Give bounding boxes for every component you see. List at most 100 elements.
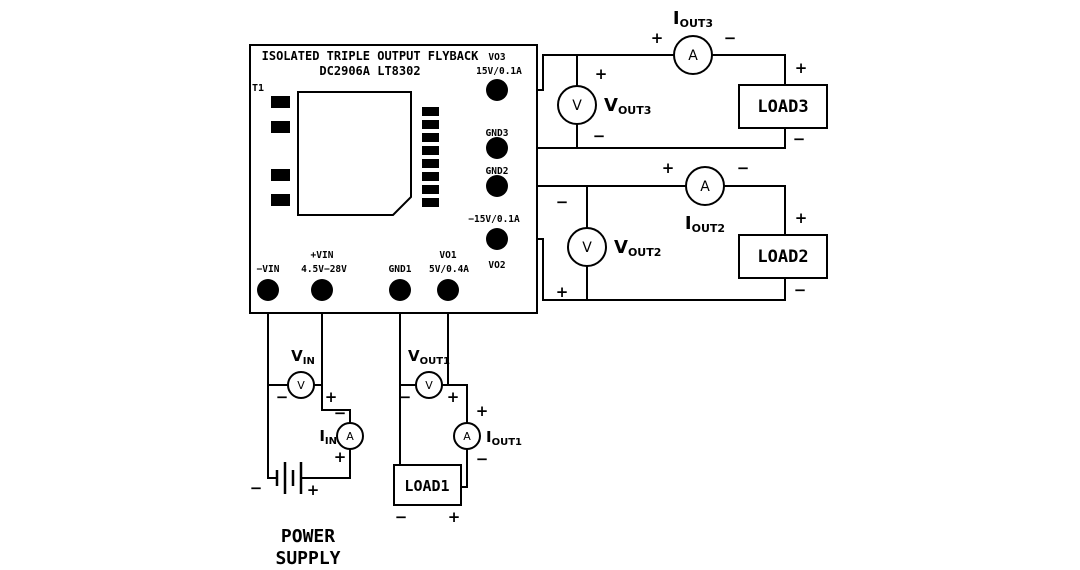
load3-minus-sign: − — [793, 130, 806, 148]
iout1-label-main: I — [486, 428, 492, 446]
label-pos-vin: +VIN — [311, 250, 334, 261]
load2-plus-sign: + — [795, 209, 808, 227]
power-supply-label-line2: SUPPLY — [275, 548, 340, 569]
ammeter-letter: A — [700, 179, 710, 195]
load3-label: LOAD3 — [757, 97, 808, 117]
iout2-label: IOUT2 — [685, 213, 725, 235]
iout1-label-sub: OUT1 — [492, 437, 522, 448]
vout1-label-main: V — [408, 347, 420, 365]
load1-block: LOAD1 − + — [393, 464, 462, 526]
ammeter-circle — [453, 422, 481, 450]
voltmeter-circle — [287, 371, 315, 399]
wire-gnd3-return — [496, 127, 786, 149]
vin-label: VIN — [291, 347, 315, 367]
label-vo2-rating: −15V/0.1A — [468, 214, 520, 225]
iin-label-sub: IN — [325, 436, 337, 447]
iin-minus-sign: − — [334, 404, 347, 422]
pad — [422, 120, 439, 129]
ammeter-iin: A IIN − + — [319, 404, 364, 466]
pad — [422, 159, 439, 168]
ammeter-circle — [673, 35, 713, 75]
pad — [422, 107, 439, 116]
iout1-minus-sign: − — [476, 450, 489, 468]
voltmeter-circle — [567, 227, 607, 267]
vout2-plus-sign: + — [556, 283, 569, 301]
iout3-label-sub: OUT3 — [680, 17, 713, 30]
pad — [422, 172, 439, 181]
vout3-label: VOUT3 — [604, 95, 651, 117]
transformer-symbol — [297, 91, 412, 216]
iout2-label-main: I — [685, 213, 692, 234]
terminal-pos-vin — [311, 279, 333, 301]
vin-plus-sign: + — [325, 388, 338, 406]
voltmeter-letter: V — [297, 379, 305, 392]
ammeter-iout3: A IOUT3 + − — [651, 8, 737, 75]
voltmeter-circle — [557, 85, 597, 125]
power-supply: − + POWER SUPPLY — [250, 462, 341, 569]
label-neg-vin: −VIN — [257, 264, 280, 275]
pad — [271, 194, 290, 206]
label-pos-vin-range: 4.5V−28V — [301, 264, 347, 275]
wire-gnd2-to-load2 — [496, 185, 786, 236]
ammeter-iout1: A IOUT1 + − — [453, 402, 522, 468]
voltmeter-letter: V — [425, 379, 433, 392]
load2-box — [738, 234, 828, 279]
load3-box — [738, 84, 828, 129]
voltmeter-vout1: V VOUT1 − + — [399, 347, 460, 406]
label-vo2: VO2 — [488, 260, 505, 271]
iout2-plus-sign: + — [662, 159, 675, 177]
transformer-pads-left — [271, 96, 290, 206]
label-vo1: VO1 — [439, 250, 456, 261]
label-gnd3: GND3 — [486, 128, 509, 139]
battery-minus-sign: − — [250, 479, 263, 497]
voltmeter-vout2: V VOUT2 − + — [556, 193, 662, 301]
pad — [271, 121, 290, 133]
label-vo3-rating: 15V/0.1A — [476, 66, 522, 77]
label-vo1-rating: 5V/0.4A — [429, 264, 469, 275]
pad — [271, 169, 290, 181]
board-title-line1: ISOLATED TRIPLE OUTPUT FLYBACK — [262, 49, 480, 63]
vin-label-main: V — [291, 347, 303, 365]
iout2-minus-sign: − — [737, 159, 750, 177]
board-title-line2: DC2906A LT8302 — [319, 64, 420, 78]
voltmeter-vin: V VIN − + — [276, 347, 338, 406]
power-supply-label-line1: POWER — [281, 526, 335, 547]
wire-negvin-to-battery — [267, 300, 278, 479]
label-gnd1: GND1 — [389, 264, 412, 275]
ammeter-circle — [685, 166, 725, 206]
load2-block: LOAD2 + − — [738, 209, 828, 299]
voltmeter-vout3: V VOUT3 + − — [557, 65, 651, 145]
vout2-label-main: V — [614, 237, 628, 258]
iout2-label-sub: OUT2 — [692, 222, 725, 235]
load1-plus-sign: + — [448, 508, 461, 526]
vout1-label-sub: OUT1 — [420, 356, 450, 367]
vout3-minus-sign: − — [593, 127, 606, 145]
ammeter-iout2: A IOUT2 + − — [662, 159, 750, 235]
terminal-gnd3 — [486, 137, 508, 159]
vin-label-sub: IN — [303, 356, 315, 367]
terminal-neg-vin — [257, 279, 279, 301]
vout2-label: VOUT2 — [614, 237, 661, 259]
ammeter-circle — [336, 422, 364, 450]
vout2-minus-sign: − — [556, 193, 569, 211]
battery-icon — [275, 462, 303, 494]
pad — [422, 198, 439, 207]
terminal-vo3 — [486, 79, 508, 101]
vout3-label-sub: OUT3 — [618, 104, 651, 117]
ammeter-letter: A — [463, 430, 471, 443]
iout3-label: IOUT3 — [673, 8, 713, 30]
vout1-label: VOUT1 — [408, 347, 450, 367]
load1-box — [393, 464, 462, 506]
transformer-label: T1 — [252, 83, 264, 94]
terminal-vo2 — [486, 228, 508, 250]
iout1-plus-sign: + — [476, 402, 489, 420]
voltmeter-letter: V — [572, 98, 582, 114]
iout3-minus-sign: − — [724, 29, 737, 47]
pad — [422, 185, 439, 194]
load2-label: LOAD2 — [757, 247, 808, 267]
load1-minus-sign: − — [395, 508, 408, 526]
label-vo3: VO3 — [488, 52, 505, 63]
load2-minus-sign: − — [794, 281, 807, 299]
